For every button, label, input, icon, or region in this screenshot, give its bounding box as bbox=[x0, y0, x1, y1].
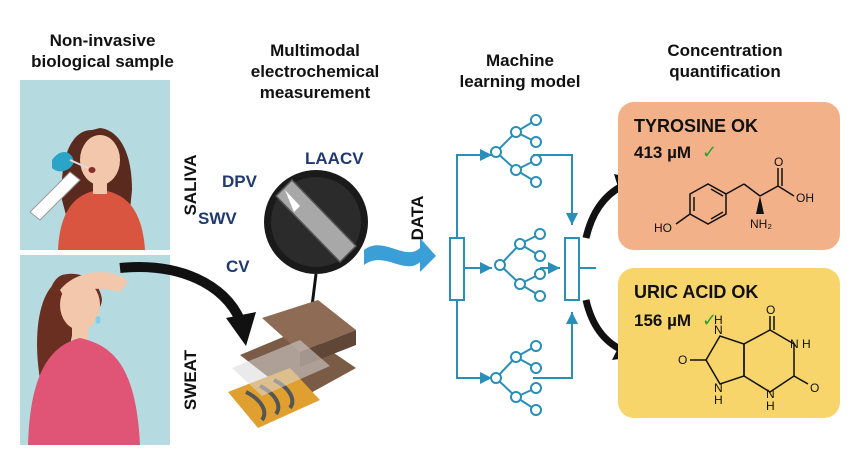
data-arrow bbox=[364, 238, 436, 272]
technique-laacv: LAACV bbox=[305, 149, 364, 168]
technique-dpv: DPV bbox=[222, 172, 258, 191]
tyrosine-check-icon: ✓ bbox=[702, 142, 717, 162]
sensor-chip bbox=[228, 300, 356, 428]
data-label: DATA bbox=[408, 196, 427, 241]
decision-tree-bottom bbox=[490, 340, 542, 416]
uric-acid-check-icon: ✓ bbox=[702, 310, 717, 330]
sweat-person-illustration bbox=[28, 272, 140, 445]
technique-cv: CV bbox=[226, 257, 250, 276]
uric-atom-h3: H bbox=[802, 337, 811, 351]
technique-swv: SWV bbox=[198, 209, 237, 228]
knob-cable bbox=[310, 273, 318, 307]
header-quantification: Concentration quantification bbox=[667, 41, 783, 81]
decision-tree-top bbox=[490, 114, 542, 188]
uric-atom-o-left: O bbox=[678, 353, 687, 367]
uric-acid-value: 156 µM bbox=[634, 311, 691, 330]
uric-atom-h4: H bbox=[766, 399, 775, 413]
uric-acid-title: URIC ACID OK bbox=[634, 282, 758, 302]
tyrosine-title: TYROSINE OK bbox=[634, 116, 758, 136]
sample-arrow-head bbox=[226, 312, 256, 346]
uric-atom-o-top: O bbox=[766, 303, 775, 317]
uric-atom-n4: N bbox=[766, 387, 775, 401]
selector-knob bbox=[264, 170, 368, 274]
header-ml-model: Machine learning model bbox=[459, 51, 581, 91]
sample-to-sensor-arrow bbox=[119, 262, 245, 323]
tyrosine-result-card bbox=[618, 102, 840, 250]
saliva-person-illustration bbox=[29, 128, 145, 250]
sweat-label: SWEAT bbox=[181, 349, 200, 410]
uric-atom-n3: N bbox=[790, 337, 799, 351]
header-measurement: Multimodal electrochemical measurement bbox=[250, 41, 380, 102]
tyrosine-atom-oh: OH bbox=[796, 191, 814, 205]
tyrosine-value: 413 µM bbox=[634, 143, 691, 162]
output-arrow-tyrosine bbox=[582, 182, 624, 239]
saliva-label: SALIVA bbox=[181, 154, 200, 215]
tyrosine-atom-nh2: NH₂ bbox=[750, 217, 772, 231]
uric-atom-h1: H bbox=[714, 313, 723, 327]
uric-atom-h2: H bbox=[714, 393, 723, 407]
uric-acid-structure bbox=[690, 316, 809, 393]
uric-atom-o-right: O bbox=[810, 381, 819, 395]
tyrosine-atom-ho: HO bbox=[654, 221, 672, 235]
decision-tree-middle bbox=[494, 228, 546, 302]
tyrosine-structure bbox=[675, 168, 795, 225]
tyrosine-atom-o: O bbox=[774, 155, 783, 169]
uric-acid-result-card bbox=[618, 268, 840, 418]
uric-atom-n2: N bbox=[714, 381, 723, 395]
uric-atom-n1: N bbox=[714, 323, 723, 337]
ml-model-diagram bbox=[449, 149, 596, 384]
output-arrow-uric bbox=[582, 299, 624, 354]
header-sample: Non-invasive biological sample bbox=[31, 31, 174, 71]
